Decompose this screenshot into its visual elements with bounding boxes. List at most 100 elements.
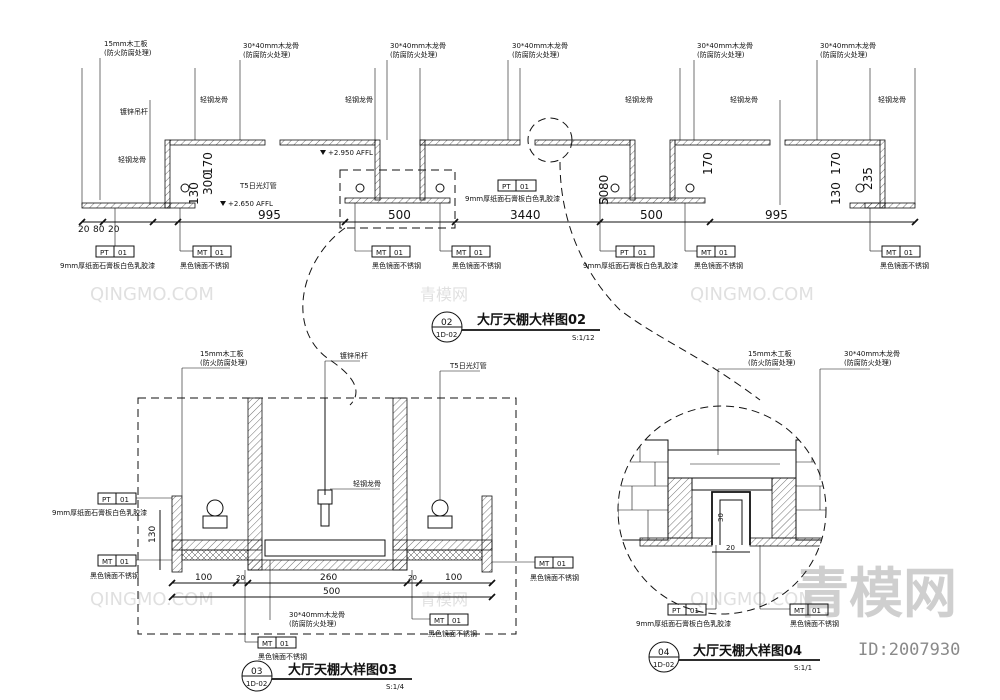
tag-pt: PT [502, 183, 511, 191]
callout-wood-board-note: (防火防腐处理) [748, 358, 796, 367]
detail-ref-number: 04 [658, 648, 670, 658]
callout-light-keel: 轻钢龙骨 [353, 479, 381, 488]
tag-mt: MT [197, 249, 208, 257]
drawing-id-label: ID:2007930 [858, 640, 960, 660]
detail-04-dimensions: 20 30 [717, 513, 735, 552]
callout-keel: 30*40mm木龙骨 [844, 349, 900, 358]
dim-80: 80 [597, 175, 611, 190]
detail-ref-sheet: 1D-02 [436, 331, 457, 339]
tag-num: 01 [118, 249, 127, 257]
detail-04-drawing [617, 405, 827, 615]
tag-num: 01 [520, 183, 529, 191]
callout-keel: 30*40mm木龙骨 [820, 41, 876, 50]
dim-995: 995 [258, 208, 281, 222]
tag-num: 01 [215, 249, 224, 257]
tag-num: 01 [904, 249, 913, 257]
tag-mt-desc: 黑色镜面不锈钢 [90, 571, 139, 580]
tag-mt: MT [886, 249, 897, 257]
detail-02-callouts: 15mm木工板 (防火防腐处理) 30*40mm木龙骨 (防腐防火处理) 30*… [99, 39, 906, 208]
dim-100: 100 [195, 573, 212, 583]
callout-light-keel: 轻钢龙骨 [730, 95, 758, 104]
detail-02-tags: PT 01 9mm厚纸面石膏板白色乳胶漆 PT 01 9mm厚纸面石膏板白色乳胶… [60, 179, 929, 270]
tag-mt: MT [376, 249, 387, 257]
dim-260: 260 [320, 573, 337, 583]
tag-mt: MT [456, 249, 467, 257]
tag-pt: PT [672, 607, 681, 615]
tag-num: 01 [812, 607, 821, 615]
tag-mt: MT [794, 607, 805, 615]
detail-title: 大厅天棚大样图03 [288, 662, 397, 678]
callout-keel: 30*40mm木龙骨 [697, 41, 753, 50]
tag-num: 01 [474, 249, 483, 257]
tag-pt-desc: 9mm厚纸面石膏板白色乳胶漆 [636, 619, 731, 628]
detail-scale: S:1/4 [386, 683, 405, 691]
tag-num: 01 [120, 558, 129, 566]
detail-title: 大厅天棚大样图02 [477, 312, 586, 328]
detail-scale: S:1/1 [794, 664, 812, 672]
dim-300: 300 [201, 172, 215, 195]
tag-mt: MT [539, 560, 550, 568]
callout-light-keel: 轻钢龙骨 [118, 155, 146, 164]
tag-num: 01 [690, 607, 699, 615]
dim-995: 995 [765, 208, 788, 222]
detail-02-dimensions: 20 80 20 995 500 3440 500 995 170 300 13… [78, 152, 875, 235]
callout-wood-board: 15mm木工板 [748, 349, 792, 358]
dim-130: 130 [187, 182, 201, 205]
tag-num: 01 [557, 560, 566, 568]
tag-mt: MT [701, 249, 712, 257]
detail-03-callouts: 15mm木工板 (防火防腐处理) 镀锌吊杆 T5日光灯管 轻钢龙骨 30*40m… [52, 349, 579, 661]
dim-100: 100 [445, 573, 462, 583]
dim-235: 235 [861, 167, 875, 190]
callout-light-keel: 轻钢龙骨 [625, 95, 653, 104]
tag-mt-desc: 黑色镜面不锈钢 [530, 573, 579, 582]
detail-02-drawing [78, 68, 919, 229]
dim-80: 80 [93, 225, 105, 235]
dim-130: 130 [148, 526, 158, 543]
tag-pt-desc: 9mm厚纸面石膏板白色乳胶漆 [583, 261, 678, 270]
tag-mt: MT [262, 640, 273, 648]
dim-3440: 3440 [510, 208, 541, 222]
callout-light-keel: 轻钢龙骨 [200, 95, 228, 104]
callout-keel: 30*40mm木龙骨 [390, 41, 446, 50]
watermark-brand: 青模网 [420, 285, 468, 304]
callout-t5-tube: T5日光灯管 [449, 361, 487, 370]
watermark-latin: QINGMO.COM [690, 284, 814, 305]
tag-pt: PT [102, 496, 111, 504]
callout-leader-04 [559, 161, 761, 401]
callout-galv-rod: 镀锌吊杆 [340, 351, 368, 360]
dim-500: 500 [323, 587, 340, 597]
dim-20: 20 [78, 225, 90, 235]
callout-keel-note: (防腐防火处理) [512, 50, 560, 59]
tag-mt-desc: 黑色镜面不锈钢 [258, 652, 307, 661]
tag-pt-desc: 9mm厚纸面石膏板白色乳胶漆 [60, 261, 155, 270]
elevation-2650: +2.650 AFFL [228, 200, 273, 208]
callout-galv-rod: 镀锌吊杆 [120, 107, 148, 116]
callout-wood-board-note: (防火防腐处理) [200, 358, 248, 367]
tag-mt-desc: 黑色镜面不锈钢 [372, 261, 421, 270]
tag-num: 01 [719, 249, 728, 257]
detail-scale: S:1/12 [572, 334, 595, 342]
tag-mt-desc: 黑色镜面不锈钢 [180, 261, 229, 270]
dim-170: 170 [201, 152, 215, 175]
detail-03-title-block: 03 1D-02 大厅天棚大样图03 S:1/4 [241, 660, 412, 692]
callout-keel-note: (防腐防火处理) [390, 50, 438, 59]
dim-170: 170 [829, 152, 843, 175]
detail-ref-number: 03 [251, 667, 262, 677]
tag-mt: MT [434, 617, 445, 625]
tag-num: 01 [394, 249, 403, 257]
detail-ref-number: 02 [441, 318, 452, 328]
callout-wood-board: 15mm木工板 [104, 39, 148, 48]
detail-04-title-block: 04 1D-02 大厅天棚大样图04 S:1/1 [648, 641, 820, 673]
tag-mt-desc: 黑色镜面不锈钢 [880, 261, 929, 270]
dim-170: 170 [701, 152, 715, 175]
tag-pt-desc: 9mm厚纸面石膏板白色乳胶漆 [465, 194, 560, 203]
detail-04-callouts: 15mm木工板 (防火防腐处理) 30*40mm木龙骨 (防腐防火处理) PT … [636, 349, 900, 628]
tag-num: 01 [120, 496, 129, 504]
tag-num: 01 [638, 249, 647, 257]
dim-30: 30 [717, 513, 725, 522]
callout-wood-board: 15mm木工板 [200, 349, 244, 358]
callout-keel: 30*40mm木龙骨 [512, 41, 568, 50]
tag-num: 01 [280, 640, 289, 648]
callout-keel-note: (防腐防火处理) [697, 50, 745, 59]
tag-pt: PT [620, 249, 629, 257]
